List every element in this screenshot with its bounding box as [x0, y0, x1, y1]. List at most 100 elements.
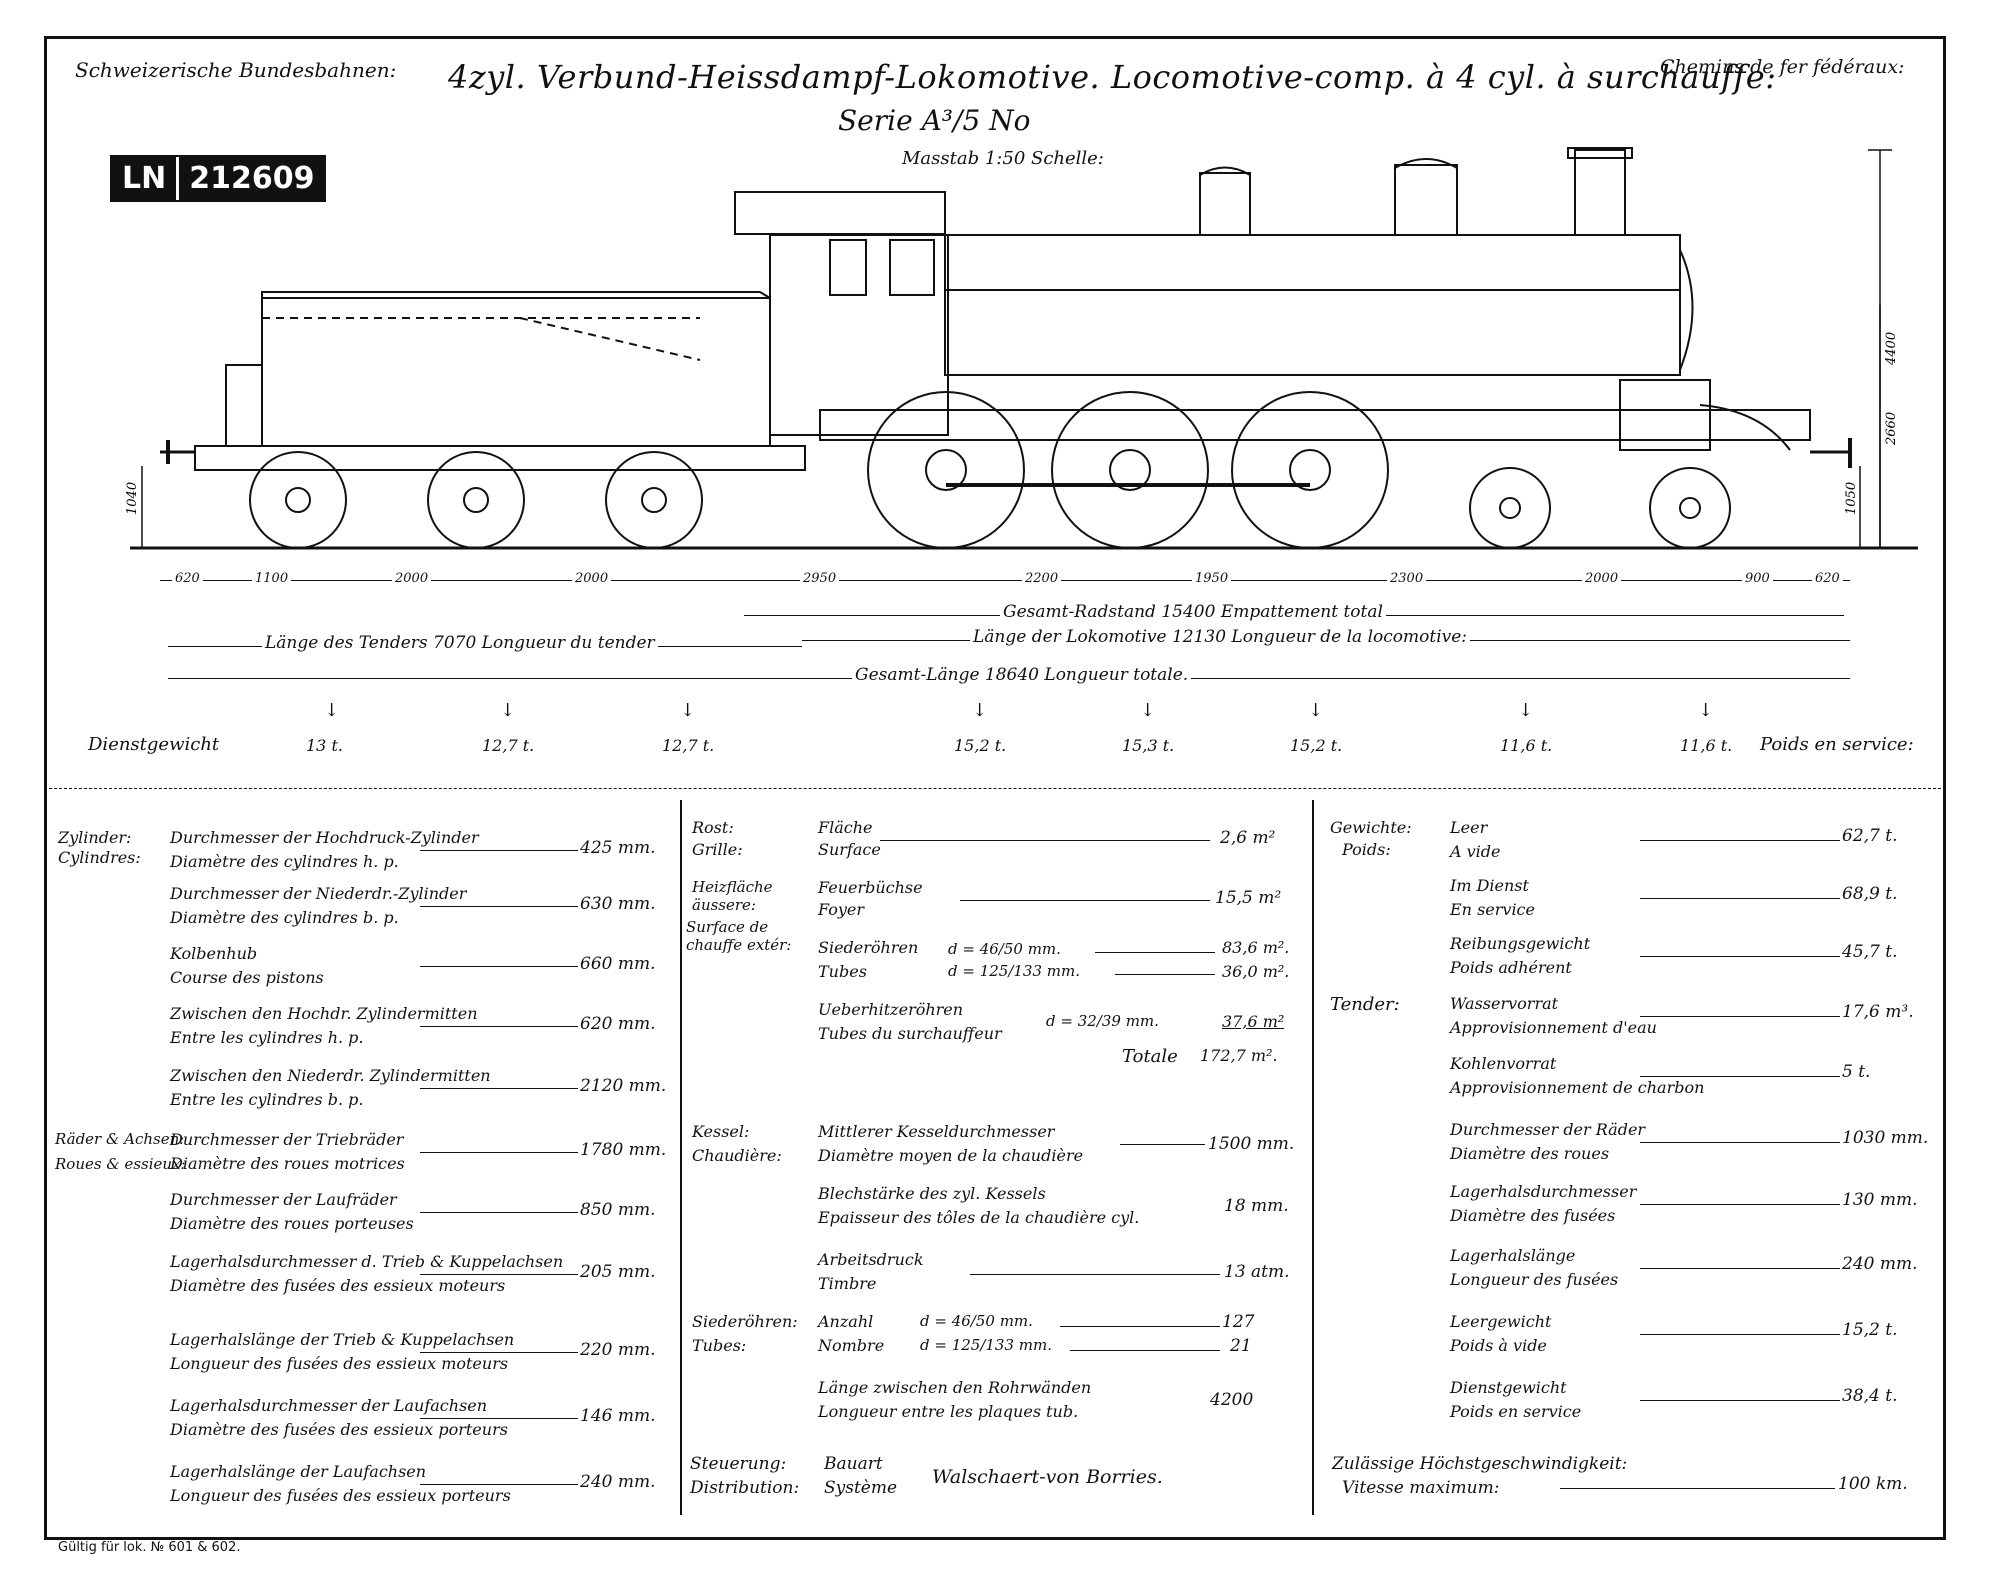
group-cylinders-de: Zylinder: [58, 828, 132, 847]
kessel-fr: Chaudière: [692, 1146, 782, 1165]
ueber-value: 37,6 m² [1222, 1012, 1285, 1031]
axle-weight: 15,2 t. [954, 736, 1007, 755]
gew-fr: Poids: [1342, 840, 1391, 859]
feuer-fr: Foyer [818, 900, 865, 919]
rl-value: 4200 [1210, 1390, 1254, 1410]
dim-2660: 2660 [1884, 412, 1899, 446]
axle-weight: 11,6 t. [1680, 736, 1733, 755]
sieder-v2: 36,0 m². [1222, 962, 1290, 981]
spec-label-de: Lagerhalslänge [1450, 1246, 1576, 1265]
col-divider-2 [1312, 800, 1314, 1515]
dim-segment: 2000 [392, 571, 432, 586]
spec-value: 45,7 t. [1842, 942, 1898, 962]
spec-label-de: Lagerhalsdurchmesser [1450, 1182, 1637, 1201]
kd-value: 1500 mm. [1208, 1134, 1295, 1154]
anz-v1: 127 [1222, 1312, 1255, 1332]
spec-value: 630 mm. [580, 894, 656, 914]
anz-v2: 21 [1230, 1336, 1252, 1356]
header-right: Chemins de fer fédéraux: [1660, 56, 1905, 78]
spec-label-fr: Entre les cylindres h. p. [170, 1028, 364, 1047]
spec-label-fr: Approvisionnement d'eau [1450, 1018, 1657, 1037]
chimney [1574, 149, 1626, 236]
series-label: Serie A³/5 No [838, 104, 1031, 137]
steam-dome [1199, 172, 1251, 236]
sieder-d2: d = 125/133 mm. [948, 962, 1081, 980]
spec-label-fr: Longueur des fusées des essieux moteurs [170, 1354, 509, 1373]
spec-value: 68,9 t. [1842, 884, 1898, 904]
tender-body [261, 297, 771, 447]
spec-label-de: Kolbenhub [170, 944, 258, 963]
spec-label-fr: Diamètre des fusées des essieux moteurs [170, 1276, 506, 1295]
dim-segment: 2950 [800, 571, 840, 586]
anz-d1: d = 46/50 mm. [920, 1312, 1033, 1330]
table-top-rule [44, 788, 1946, 789]
ad-fr: Timbre [818, 1274, 877, 1293]
col-divider-1 [680, 800, 682, 1515]
dim-segment: 900 [1742, 571, 1773, 586]
anz-fr: Nombre [818, 1336, 885, 1355]
spec-value: 5 t. [1842, 1062, 1871, 1082]
page-title: 4zyl. Verbund-Heissdampf-Lokomotive. Loc… [448, 58, 1777, 96]
spec-value: 2120 mm. [580, 1076, 667, 1096]
spec-label-fr: A vide [1450, 842, 1501, 861]
vmax-de: Zulässige Höchstgeschwindigkeit: [1332, 1454, 1628, 1474]
spec-label-fr: Longueur des fusées des essieux porteurs [170, 1486, 511, 1505]
axle-weight: 12,7 t. [482, 736, 535, 755]
bau-de: Bauart [824, 1454, 883, 1474]
total-length-label: Gesamt-Länge 18640 Longueur totale. [852, 665, 1192, 685]
group-wheels-de: Räder & Achsen: [55, 1130, 185, 1148]
ln-prefix: LN [112, 157, 177, 200]
total-heating-value: 172,7 m². [1200, 1046, 1278, 1065]
spec-value: 240 mm. [1842, 1254, 1918, 1274]
spec-label-de: Im Dienst [1450, 876, 1529, 895]
st-fr: Distribution: [690, 1478, 800, 1498]
spec-label-de: Leer [1450, 818, 1488, 837]
spec-value: 1780 mm. [580, 1140, 667, 1160]
weight-label-left: Dienstgewicht [88, 734, 220, 755]
bs-fr: Epaisseur des tôles de la chaudière cyl. [818, 1208, 1140, 1227]
kd-de: Mittlerer Kesseldurchmesser [818, 1122, 1055, 1141]
rost-de: Rost: [692, 818, 734, 837]
axle-weight: 11,6 t. [1500, 736, 1553, 755]
spec-label-fr: Diamètre des roues porteuses [170, 1214, 414, 1233]
dim-segment: 2000 [1582, 571, 1622, 586]
dim-line-segments [160, 580, 1850, 581]
arrow-down-icon: ↓ [1518, 700, 1534, 721]
spec-label-de: Durchmesser der Räder [1450, 1120, 1646, 1139]
spec-label-fr: Diamètre des roues motrices [170, 1154, 405, 1173]
locomotive-drawing: 4400 2660 1040 1050 [125, 147, 1918, 550]
spec-label-fr: En service [1450, 900, 1535, 919]
spec-label-de: Reibungsgewicht [1450, 934, 1591, 953]
wheel-6 [1231, 391, 1389, 549]
sieder-d1: d = 46/50 mm. [948, 940, 1061, 958]
loco-length-label: Länge der Lokomotive 12130 Longueur de l… [970, 627, 1471, 647]
tender-de: Tender: [1330, 994, 1400, 1015]
spec-value: 62,7 t. [1842, 826, 1898, 846]
feuer-value: 15,5 m² [1215, 888, 1282, 908]
group-wheels-fr: Roues & essieux: [55, 1155, 186, 1173]
wheel-8 [1649, 467, 1731, 549]
rost-value: 2,6 m² [1220, 828, 1276, 848]
ad-value: 13 atm. [1224, 1262, 1290, 1282]
spec-value: 38,4 t. [1842, 1386, 1898, 1406]
sr-fr: Tubes: [692, 1336, 747, 1355]
spec-value: 205 mm. [580, 1262, 656, 1282]
axle-weight: 15,3 t. [1122, 736, 1175, 755]
spec-label-de: Lagerhalslänge der Laufachsen [170, 1462, 427, 1481]
spec-value: 620 mm. [580, 1014, 656, 1034]
header-left: Schweizerische Bundesbahnen: [75, 58, 397, 82]
ueber-de: Ueberhitzeröhren [818, 1000, 964, 1019]
scale-label: Masstab 1:50 Schelle: [902, 148, 1104, 169]
spec-label-de: Kohlenvorrat [1450, 1054, 1557, 1073]
spec-value: 660 mm. [580, 954, 656, 974]
sr-de: Siederöhren: [692, 1312, 798, 1331]
bau-fr: Système [824, 1478, 898, 1498]
spec-value: 240 mm. [580, 1472, 656, 1492]
group-cylinders-fr: Cylindres: [58, 848, 141, 867]
spec-label-fr: Diamètre des roues [1450, 1144, 1610, 1163]
sieder-de: Siederöhren [818, 938, 919, 957]
ln-number: 212609 [176, 157, 325, 200]
spec-label-fr: Diamètre des fusées des essieux porteurs [170, 1420, 508, 1439]
rost-item-de: Fläche [818, 818, 873, 837]
kessel-de: Kessel: [692, 1122, 750, 1141]
